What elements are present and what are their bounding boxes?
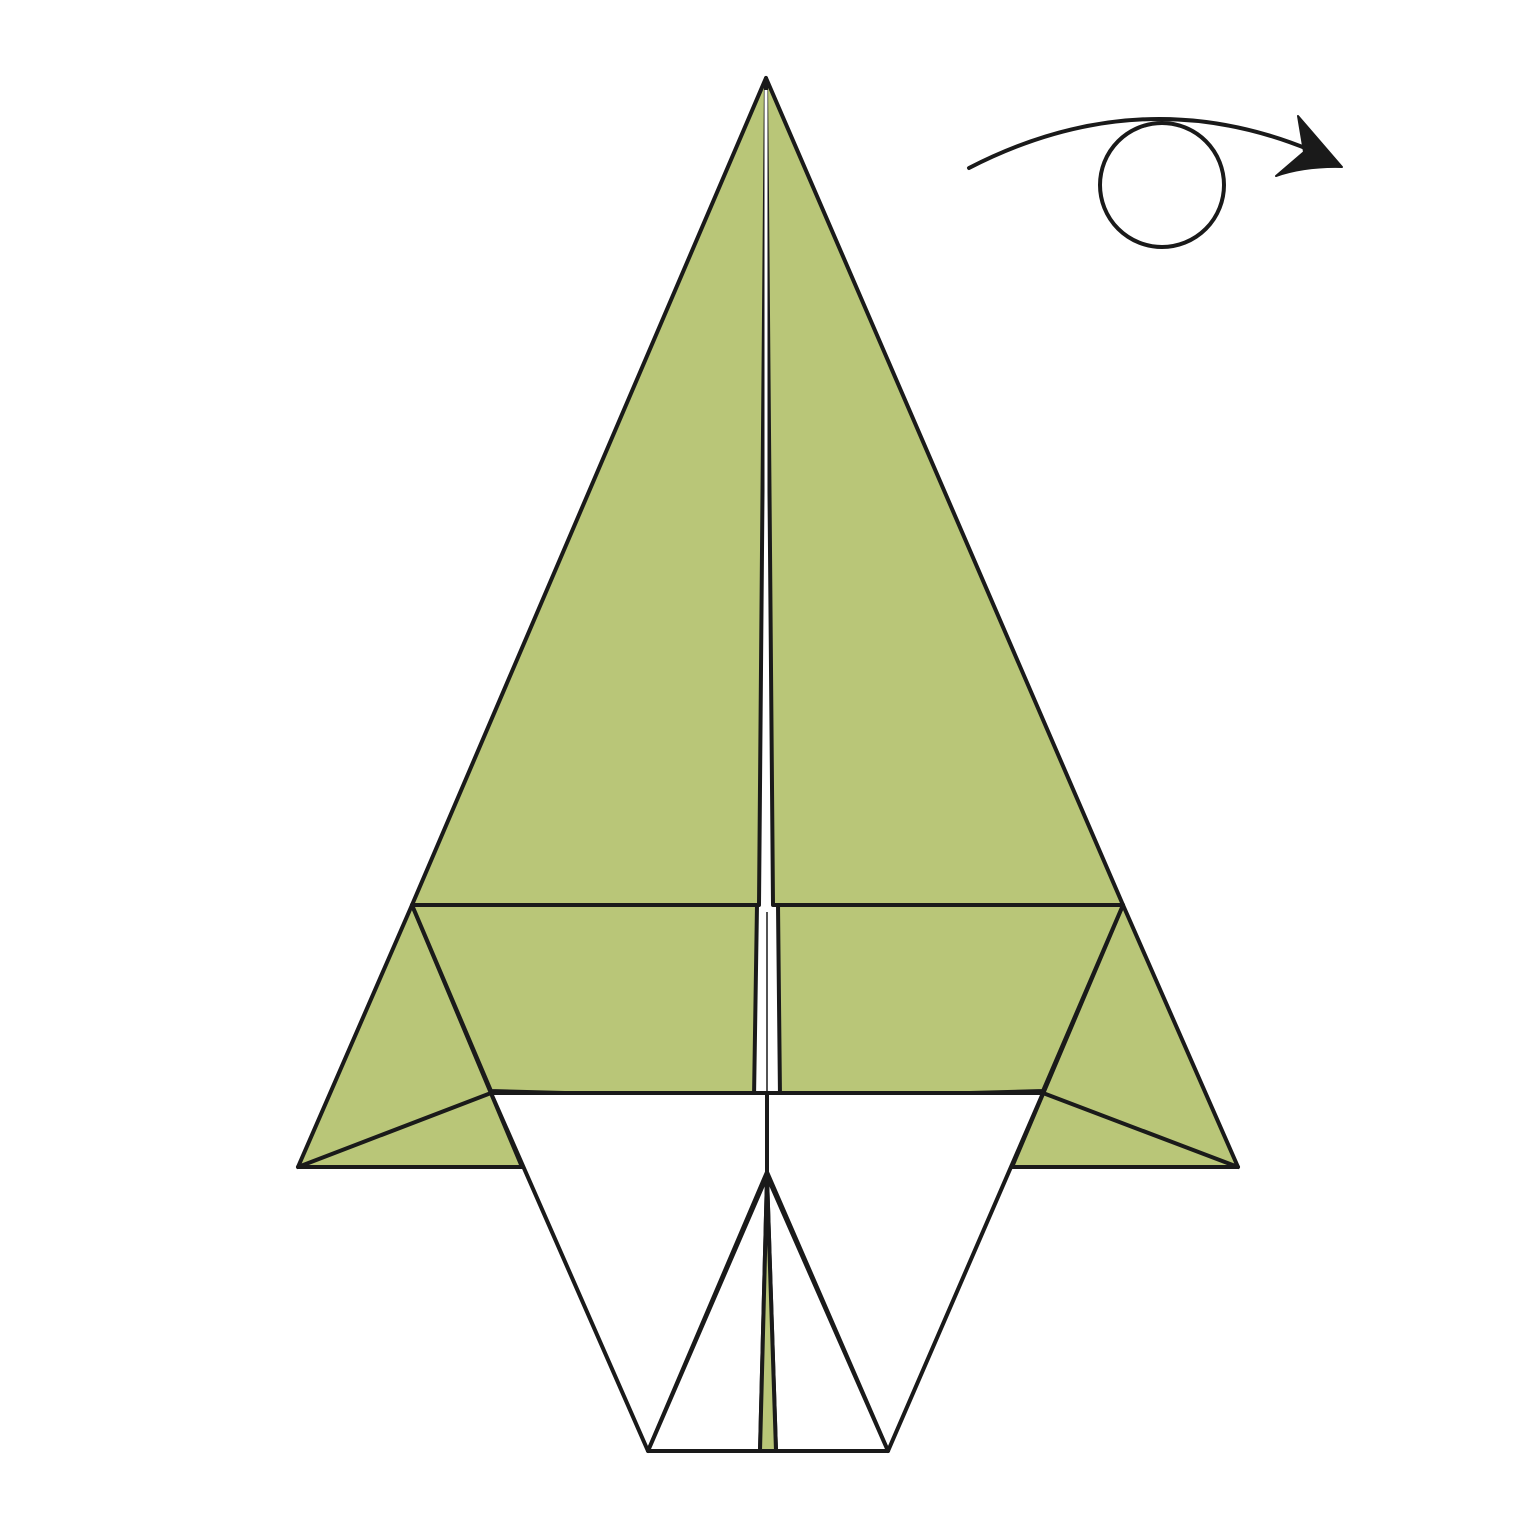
upper-left-flap bbox=[410, 76, 768, 907]
turn-over-arc bbox=[967, 116, 1312, 170]
turn-over-loop bbox=[1098, 121, 1226, 249]
lower-right-wing-fold bbox=[1041, 1091, 1240, 1169]
lower-left-wing-fold bbox=[296, 1091, 493, 1169]
bottom-center-sliver bbox=[758, 1174, 778, 1453]
lower-right-white-flap bbox=[765, 1091, 1045, 1453]
turn-over-arrow-icon bbox=[967, 115, 1343, 249]
upper-right-flap bbox=[764, 76, 1125, 907]
turn-over-arrowhead bbox=[1275, 115, 1343, 177]
